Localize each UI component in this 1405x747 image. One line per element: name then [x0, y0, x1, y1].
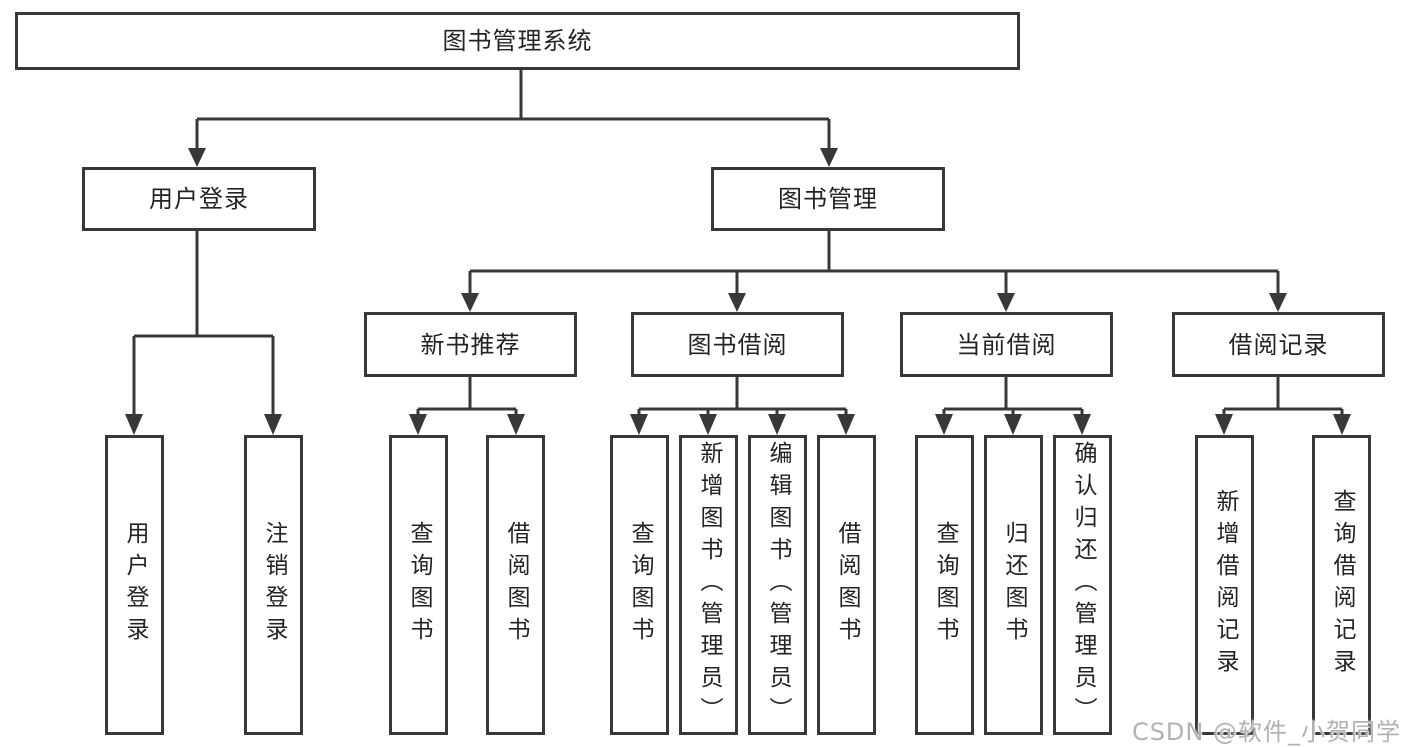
leaf-label: 查询图书: [406, 521, 432, 649]
watermark-text: CSDN @软件_小贺同学: [1131, 718, 1401, 746]
leaf-borrow-books: 借阅图书: [486, 435, 545, 735]
leaf-label: 确认归还（管理员）: [1070, 441, 1096, 729]
node-label: 图书借阅: [687, 330, 788, 359]
arrowhead-icons: [125, 148, 1351, 435]
node-book-borrowing: 图书借阅: [631, 312, 844, 377]
leaf-label: 新增图书（管理员）: [696, 441, 722, 729]
leaf-add-borrowing-record: 新增借阅记录: [1195, 435, 1254, 735]
leaf-logout: 注销登录: [244, 435, 303, 735]
leaf-label: 查询借阅记录: [1329, 489, 1355, 681]
node-label: 当前借阅: [956, 330, 1057, 359]
leaf-return-books: 归还图书: [984, 435, 1043, 735]
leaf-label: 查询图书: [932, 521, 958, 649]
leaf-query-books-3: 查询图书: [915, 435, 974, 735]
leaf-label: 用户登录: [122, 521, 148, 649]
leaf-label: 新增借阅记录: [1212, 489, 1238, 681]
node-user-login: 用户登录: [82, 167, 316, 231]
leaf-query-books-2: 查询图书: [610, 435, 669, 735]
leaf-label: 归还图书: [1001, 521, 1027, 649]
node-new-book-recommendation: 新书推荐: [364, 312, 577, 377]
node-current-borrowing: 当前借阅: [900, 312, 1113, 377]
leaf-add-books-admin: 新增图书（管理员）: [679, 435, 738, 735]
leaf-user-login: 用户登录: [105, 435, 164, 735]
leaf-label: 借阅图书: [503, 521, 529, 649]
leaf-edit-books-admin: 编辑图书（管理员）: [748, 435, 807, 735]
node-label: 新书推荐: [420, 330, 521, 359]
node-label: 图书管理: [778, 185, 878, 213]
leaf-confirm-return-admin: 确认归还（管理员）: [1053, 435, 1112, 735]
leaf-label: 查询图书: [627, 521, 653, 649]
leaf-query-borrowing-record: 查询借阅记录: [1312, 435, 1371, 735]
leaf-label: 借阅图书: [834, 521, 860, 649]
node-label: 用户登录: [149, 185, 249, 213]
leaf-borrow-books-2: 借阅图书: [817, 435, 876, 735]
node-borrowing-records: 借阅记录: [1172, 312, 1385, 377]
leaf-label: 编辑图书（管理员）: [765, 441, 791, 729]
leaf-query-books: 查询图书: [389, 435, 448, 735]
node-book-management: 图书管理: [711, 167, 945, 231]
node-label: 图书管理系统: [442, 27, 593, 55]
node-library-management-system: 图书管理系统: [15, 12, 1020, 70]
node-label: 借阅记录: [1228, 330, 1329, 359]
leaf-label: 注销登录: [261, 521, 287, 649]
